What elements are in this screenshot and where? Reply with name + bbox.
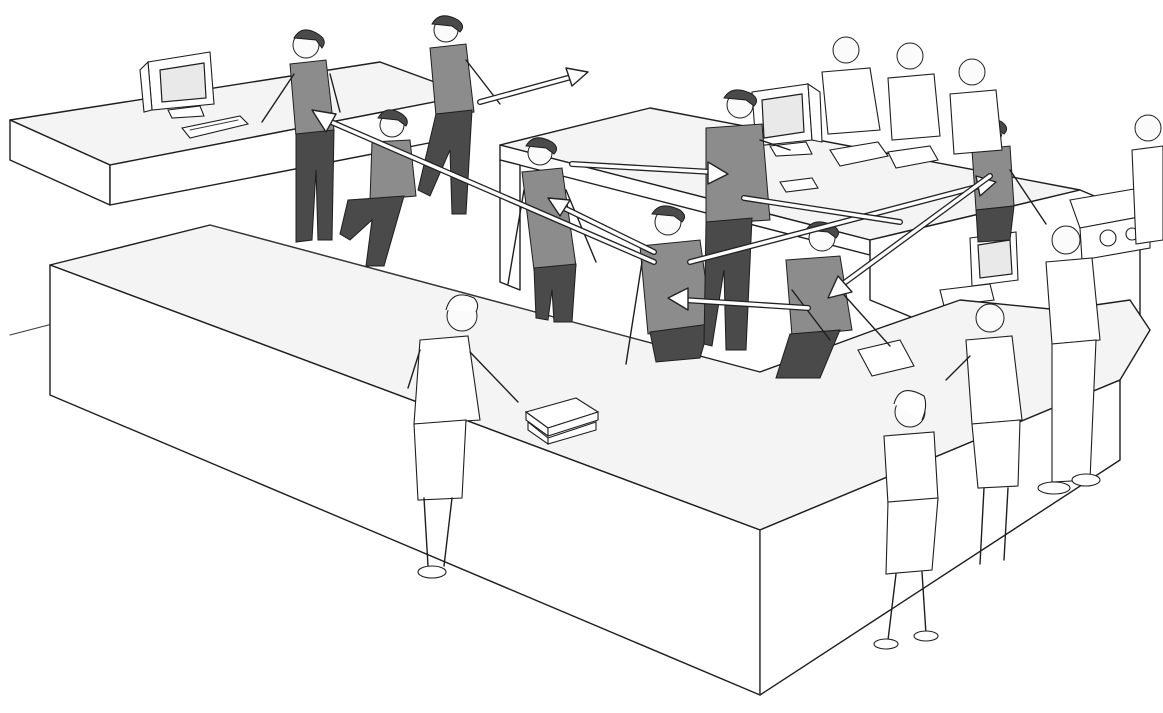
customer bbox=[888, 43, 940, 140]
movement-arrow bbox=[480, 68, 588, 102]
customer bbox=[1132, 115, 1163, 244]
customer bbox=[822, 37, 880, 134]
customer bbox=[950, 59, 1002, 154]
